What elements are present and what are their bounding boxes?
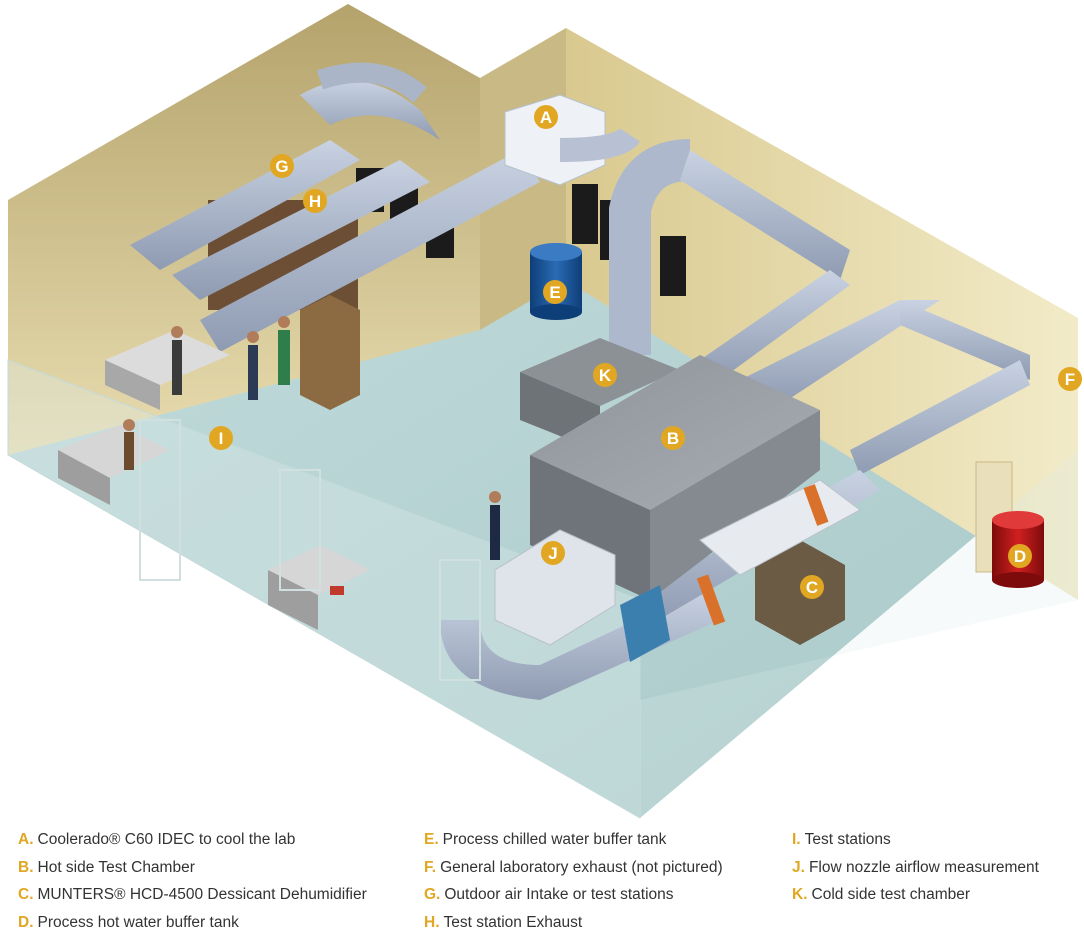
marker-D: D: [1008, 544, 1032, 568]
legend-column-2: E.Process chilled water buffer tank F.Ge…: [424, 826, 723, 936]
legend-letter: K.: [792, 886, 808, 903]
legend-item-h: H.Test station Exhaust: [424, 909, 723, 936]
marker-A-label: A: [540, 108, 552, 127]
marker-J-label: J: [548, 544, 557, 563]
legend-text: Hot side Test Chamber: [38, 859, 195, 876]
legend-item-d: D.Process hot water buffer tank: [18, 909, 367, 936]
lab-isometric-illustration: A B C D E F G H I J K: [0, 0, 1084, 820]
legend-letter: E.: [424, 831, 439, 848]
marker-G-label: G: [275, 157, 288, 176]
legend: A.Coolerado® C60 IDEC to cool the lab B.…: [0, 826, 1084, 928]
legend-item-a: A.Coolerado® C60 IDEC to cool the lab: [18, 826, 367, 854]
marker-C-label: C: [806, 578, 818, 597]
legend-letter: B.: [18, 859, 34, 876]
marker-H: H: [303, 189, 327, 213]
marker-J: J: [541, 541, 565, 565]
legend-item-e: E.Process chilled water buffer tank: [424, 826, 723, 854]
marker-C: C: [800, 575, 824, 599]
marker-F: F: [1058, 367, 1082, 391]
marker-E: E: [543, 280, 567, 304]
legend-text: Test stations: [805, 831, 891, 848]
legend-letter: A.: [18, 831, 34, 848]
storage-cabinet: [300, 295, 360, 410]
marker-G: G: [270, 154, 294, 178]
legend-item-j: J.Flow nozzle airflow measurement: [792, 854, 1039, 882]
marker-I: I: [209, 426, 233, 450]
marker-B: B: [661, 426, 685, 450]
legend-letter: G.: [424, 886, 440, 903]
legend-item-c: C.MUNTERS® HCD-4500 Dessicant Dehumidifi…: [18, 881, 367, 909]
marker-B-label: B: [667, 429, 679, 448]
legend-item-i: I.Test stations: [792, 826, 1039, 854]
legend-column-3: I.Test stations J.Flow nozzle airflow me…: [792, 826, 1039, 909]
legend-letter: I.: [792, 831, 801, 848]
legend-text: Process chilled water buffer tank: [443, 831, 667, 848]
marker-A: A: [534, 105, 558, 129]
legend-item-g: G.Outdoor air Intake or test stations: [424, 881, 723, 909]
legend-text: Flow nozzle airflow measurement: [809, 859, 1039, 876]
legend-item-f: F.General laboratory exhaust (not pictur…: [424, 854, 723, 882]
legend-item-k: K.Cold side test chamber: [792, 881, 1039, 909]
marker-F-label: F: [1065, 370, 1075, 389]
legend-column-1: A.Coolerado® C60 IDEC to cool the lab B.…: [18, 826, 367, 936]
legend-letter: J.: [792, 859, 805, 876]
legend-text: Outdoor air Intake or test stations: [444, 886, 673, 903]
legend-text: Coolerado® C60 IDEC to cool the lab: [38, 831, 296, 848]
marker-I-label: I: [219, 429, 224, 448]
legend-letter: C.: [18, 886, 34, 903]
legend-item-b: B.Hot side Test Chamber: [18, 854, 367, 882]
marker-K-label: K: [599, 366, 612, 385]
marker-D-label: D: [1014, 547, 1026, 566]
marker-E-label: E: [549, 283, 560, 302]
legend-letter: F.: [424, 859, 436, 876]
legend-text: General laboratory exhaust (not pictured…: [440, 859, 723, 876]
marker-K: K: [593, 363, 617, 387]
marker-H-label: H: [309, 192, 321, 211]
legend-text: MUNTERS® HCD-4500 Dessicant Dehumidifier: [38, 886, 367, 903]
legend-text: Cold side test chamber: [812, 886, 971, 903]
